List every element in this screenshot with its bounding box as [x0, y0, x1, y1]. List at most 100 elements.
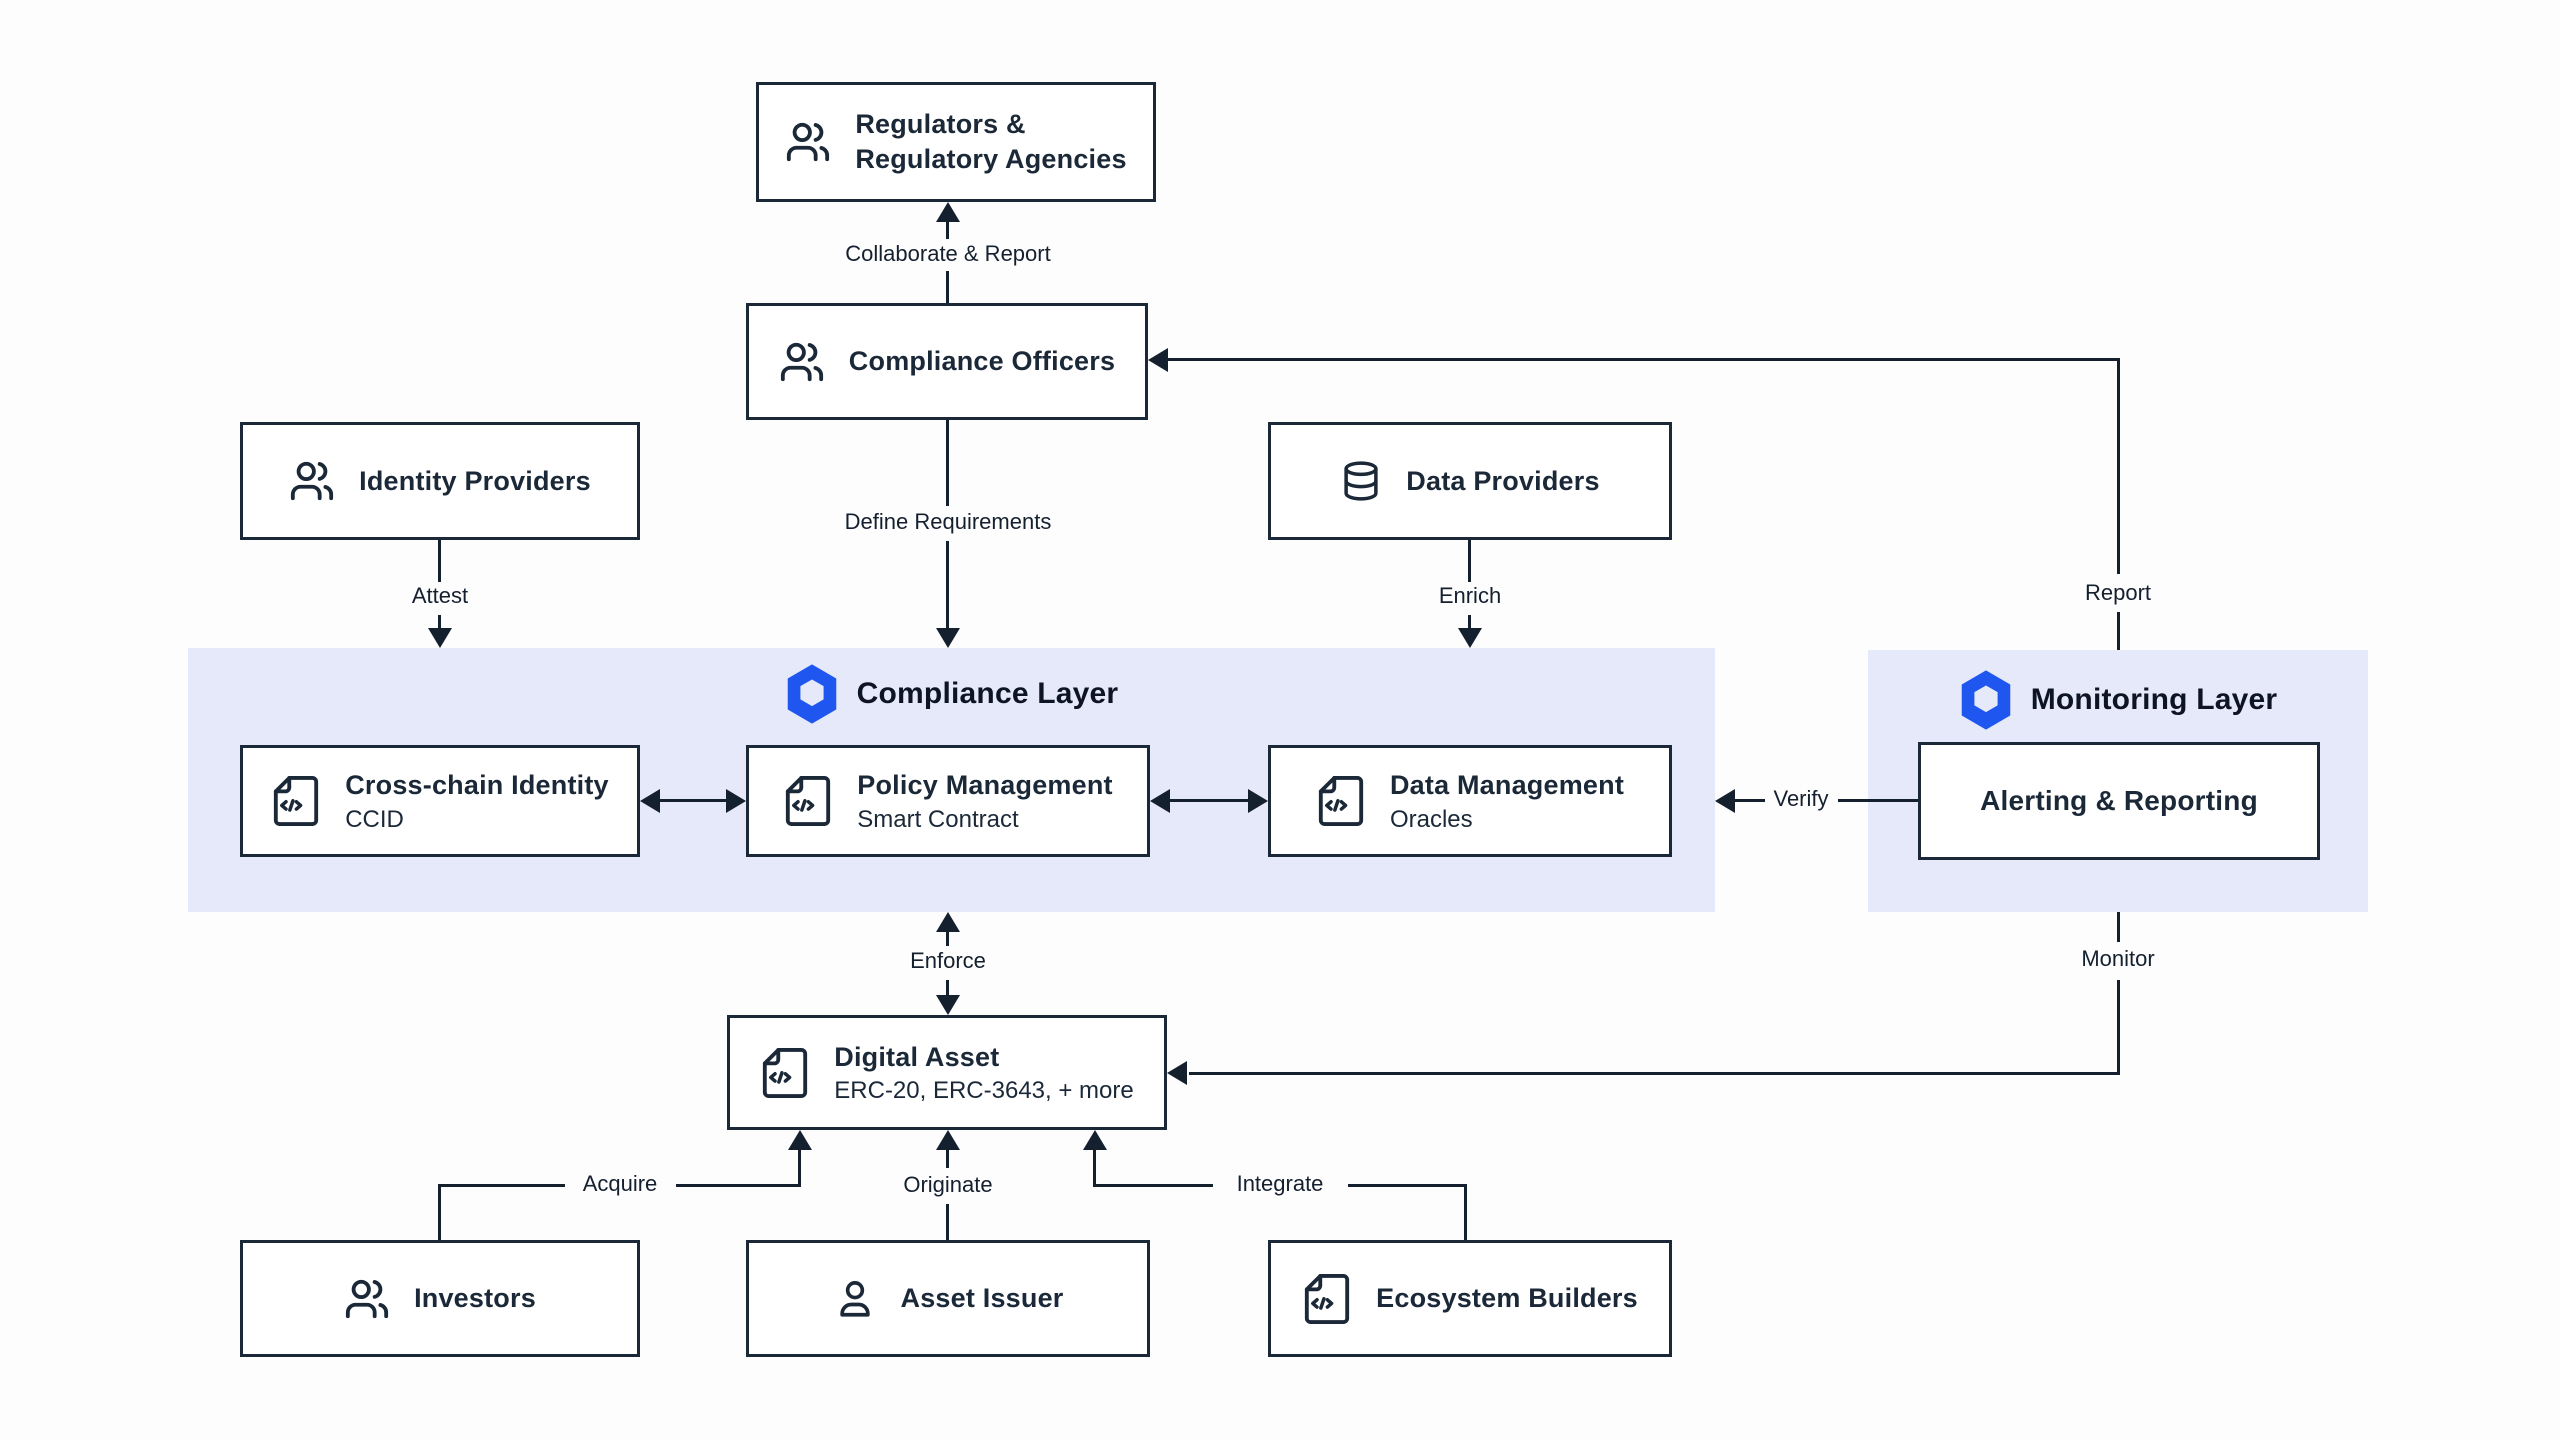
arrow-right-icon — [1248, 789, 1268, 813]
arrow-up-icon — [1083, 1130, 1107, 1150]
edge-label-originate: Originate — [903, 1172, 993, 1197]
monitoring-layer-header: Monitoring Layer — [1868, 668, 2368, 732]
edge-label-verify: Verify — [1773, 786, 1829, 811]
edge-line — [946, 420, 949, 506]
node-title: Regulatory Agencies — [855, 144, 1127, 174]
node-title: Digital Asset — [834, 1041, 1000, 1072]
users-icon — [779, 339, 825, 385]
node-title: Policy Management — [857, 770, 1113, 801]
edge-line — [438, 1186, 441, 1240]
edge-line — [946, 1148, 949, 1168]
edge-label-attest: Attest — [411, 583, 469, 608]
edge-line — [946, 980, 949, 995]
code-file-icon — [1316, 774, 1366, 828]
code-file-icon — [271, 774, 321, 828]
arrow-left-icon — [1148, 348, 1168, 372]
arrow-down-icon — [936, 995, 960, 1015]
edge-line — [1735, 799, 1765, 802]
arrow-down-icon — [1458, 628, 1482, 648]
edge-line — [2117, 980, 2120, 1075]
arrow-left-icon — [640, 789, 660, 813]
edge-line — [798, 1148, 801, 1185]
arrow-up-icon — [936, 1130, 960, 1150]
edge-line — [946, 1204, 949, 1240]
node-data-providers: Data Providers — [1268, 422, 1672, 540]
hexagon-logo — [785, 663, 839, 725]
users-icon — [344, 1276, 390, 1322]
node-title: Ecosystem Builders — [1376, 1283, 1638, 1314]
node-title: Data Management — [1389, 770, 1625, 801]
node-title: Regulators & — [855, 109, 1026, 140]
edge-line — [438, 615, 441, 628]
code-file-icon — [1302, 1272, 1352, 1326]
node-policy-management: Policy Management Smart Contract — [746, 745, 1150, 857]
edge-label-enrich: Enrich — [1438, 583, 1502, 608]
node-ecosystem-builders: Ecosystem Builders — [1268, 1240, 1672, 1357]
node-identity-providers: Identity Providers — [240, 422, 640, 540]
edge-label-acquire: Acquire — [582, 1171, 658, 1196]
node-regulators: Regulators & Regulatory Agencies — [756, 82, 1156, 202]
edge-label-integrate: Integrate — [1236, 1171, 1324, 1196]
node-title: Identity Providers — [359, 465, 591, 496]
code-file-icon — [760, 1046, 810, 1100]
edge-line — [946, 541, 949, 628]
edge-line — [1464, 1186, 1467, 1240]
arrow-up-icon — [936, 912, 960, 932]
compliance-layer-header: Compliance Layer — [188, 662, 1715, 726]
edge-line — [1468, 615, 1471, 628]
edge-line — [438, 1184, 565, 1187]
edge-line — [1093, 1148, 1096, 1185]
arrow-left-icon — [1167, 1061, 1187, 1085]
edge-line — [1468, 540, 1471, 582]
arrow-up-icon — [936, 202, 960, 222]
node-investors: Investors — [240, 1240, 640, 1357]
edge-line — [676, 1184, 801, 1187]
arrow-down-icon — [428, 628, 452, 648]
edge-line — [438, 540, 441, 582]
edge-line — [1168, 358, 2120, 361]
edge-label-enforce: Enforce — [910, 948, 986, 973]
edge-label-report: Report — [2084, 580, 2152, 605]
users-icon — [289, 458, 335, 504]
edge-line — [946, 271, 949, 303]
edge-line — [2117, 358, 2120, 574]
edge-line — [1189, 1072, 2120, 1075]
node-subtitle: ERC-20, ERC-3643, + more — [834, 1077, 1134, 1105]
edge-line — [1093, 1184, 1213, 1187]
edge-line — [946, 222, 949, 239]
arrow-left-icon — [1715, 789, 1735, 813]
node-subtitle: Smart Contract — [857, 805, 1019, 833]
node-title: Investors — [414, 1283, 536, 1314]
arrow-left-icon — [1150, 789, 1170, 813]
arrow-down-icon — [936, 628, 960, 648]
hexagon-logo — [1959, 669, 2013, 731]
code-file-icon — [783, 774, 833, 828]
node-subtitle: Oracles — [1389, 805, 1473, 833]
edge-label-monitor: Monitor — [2081, 946, 2155, 971]
node-data-management: Data Management Oracles — [1268, 745, 1672, 857]
node-title: Asset Issuer — [900, 1283, 1064, 1314]
node-title: Cross-chain Identity — [345, 770, 609, 801]
monitoring-layer-title: Monitoring Layer — [2030, 683, 2278, 716]
arrow-right-icon — [726, 789, 746, 813]
edge-label-define-requirements: Define Requirements — [844, 509, 1052, 534]
edge-line — [2117, 612, 2120, 650]
arrow-up-icon — [788, 1130, 812, 1150]
edge-line — [1168, 799, 1248, 802]
node-title: Alerting & Reporting — [1980, 785, 2258, 817]
node-title: Data Providers — [1406, 465, 1600, 496]
compliance-layer-title: Compliance Layer — [856, 677, 1119, 710]
node-title: Compliance Officers — [848, 346, 1116, 377]
users-icon — [785, 119, 831, 165]
node-compliance-officers: Compliance Officers — [746, 303, 1148, 420]
edge-line — [946, 932, 949, 946]
edge-line — [658, 799, 728, 802]
node-asset-issuer: Asset Issuer — [746, 1240, 1150, 1357]
node-cross-chain-identity: Cross-chain Identity CCID — [240, 745, 640, 857]
node-digital-asset: Digital Asset ERC-20, ERC-3643, + more — [727, 1015, 1167, 1130]
database-icon — [1340, 458, 1382, 504]
node-alerting-reporting: Alerting & Reporting — [1918, 742, 2320, 860]
user-icon — [833, 1276, 877, 1322]
edge-line — [2117, 912, 2120, 942]
